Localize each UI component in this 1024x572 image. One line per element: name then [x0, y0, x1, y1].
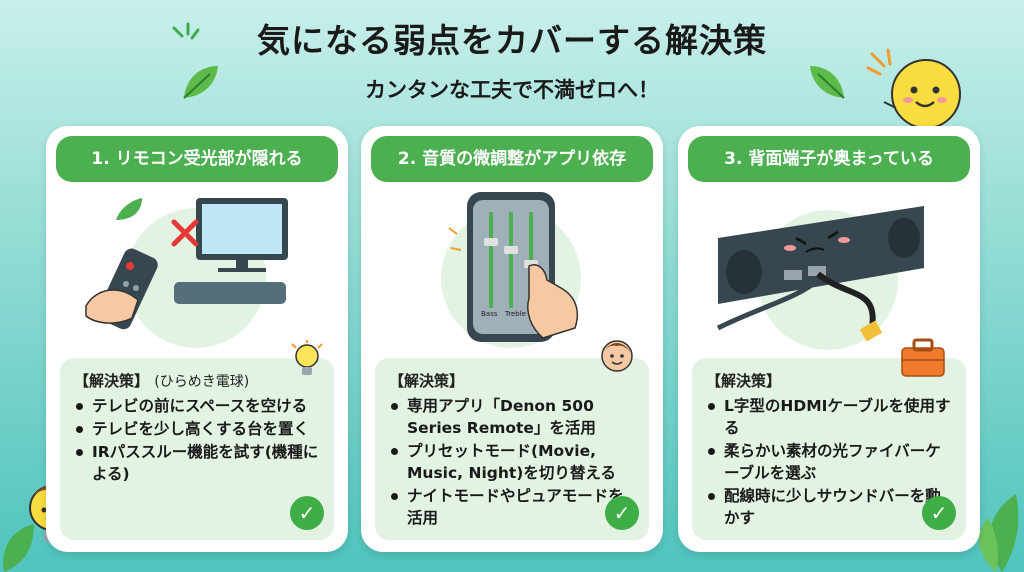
list-item: 専用アプリ「Denon 500 Series Remote」を活用: [389, 395, 637, 439]
solution-label: 【解決策】: [74, 372, 150, 390]
list-item: プリセットモード(Movie, Music, Night)を切り替える: [389, 440, 637, 484]
check-icon: ✓: [922, 496, 956, 530]
smiley-mascot-icon: [866, 48, 961, 129]
treble-label: Treble: [504, 310, 526, 318]
solution-list: L字型のHDMIケーブルを使用する 柔らかい素材の光ファイバーケーブルを選ぶ 配…: [706, 395, 954, 529]
check-icon: ✓: [605, 496, 639, 530]
check-icon: ✓: [290, 496, 324, 530]
card-app-tuning: 2. 音質の微調整がアプリ依存 Bass Treble 【解決策】 専用アプリ「…: [361, 126, 663, 552]
solution-list: テレビの前にスペースを空ける テレビを少し高くする台を置く IRパススルー機能を…: [74, 395, 322, 485]
solution-panel: 【解決策】 L字型のHDMIケーブルを使用する 柔らかい素材の光ファイバーケーブ…: [692, 358, 966, 540]
solution-label: 【解決策】: [389, 372, 465, 390]
solution-heading: 【解決策】: [389, 370, 637, 391]
lightbulb-icon: [291, 340, 323, 375]
toolbox-icon: [901, 338, 945, 377]
list-item: 柔らかい素材の光ファイバーケーブルを選ぶ: [706, 440, 954, 484]
solution-note: (ひらめき電球): [154, 374, 250, 390]
card-heading: 3. 背面端子が奥まっている: [688, 136, 970, 182]
leaf-icon: [810, 66, 845, 99]
solution-label: 【解決策】: [706, 372, 782, 390]
list-item: 配線時に少しサウンドバーを動かす: [706, 485, 954, 529]
page-subtitle: カンタンな工夫で不満ゼロへ！: [365, 78, 659, 102]
list-item: テレビの前にスペースを空ける: [74, 395, 322, 417]
list-item: IRパススルー機能を試す(機種による): [74, 441, 322, 485]
card-remote-sensor: 1. リモコン受光部が隠れる 【解決策】 (ひらめき電球) テレビの前にスペース…: [46, 126, 348, 552]
phone-equalizer-icon: Bass Treble: [441, 192, 581, 348]
card-heading: 1. リモコン受光部が隠れる: [56, 136, 338, 182]
list-item: ナイトモードやピュアモードを活用: [389, 485, 637, 529]
boy-face-icon: [601, 340, 633, 372]
bass-label: Bass: [481, 310, 498, 318]
tv-remote-blocked-icon: [85, 198, 288, 348]
page-title: 気になる弱点をカバーする解決策: [257, 21, 767, 60]
list-item: テレビを少し高くする台を置く: [74, 418, 322, 440]
leaf-icon: [3, 524, 35, 572]
card-rear-ports: 3. 背面端子が奥まっている 【解決策】 L字型のHDMIケーブルを使用する 柔…: [678, 126, 980, 552]
soundbar-hdmi-icon: [716, 206, 924, 350]
solution-panel: 【解決策】 (ひらめき電球) テレビの前にスペースを空ける テレビを少し高くする…: [60, 358, 334, 540]
solution-heading: 【解決策】 (ひらめき電球): [74, 370, 322, 391]
solution-list: 専用アプリ「Denon 500 Series Remote」を活用 プリセットモ…: [389, 395, 637, 529]
solution-heading: 【解決策】: [706, 370, 954, 391]
card-heading: 2. 音質の微調整がアプリ依存: [371, 136, 653, 182]
leaf-icon: [183, 66, 218, 99]
solution-panel: 【解決策】 専用アプリ「Denon 500 Series Remote」を活用 …: [375, 358, 649, 540]
sparkle-icon: [172, 22, 200, 40]
leaf-icon: [978, 494, 1019, 572]
list-item: L字型のHDMIケーブルを使用する: [706, 395, 954, 439]
